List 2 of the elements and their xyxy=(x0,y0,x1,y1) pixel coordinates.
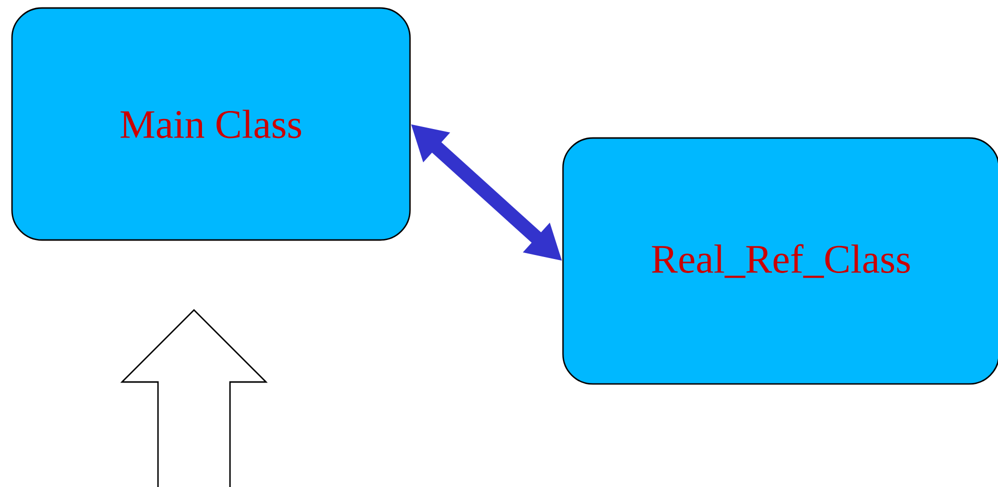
class-box: Real_Ref_Class xyxy=(562,137,998,385)
class-box: Main Class xyxy=(11,7,411,241)
